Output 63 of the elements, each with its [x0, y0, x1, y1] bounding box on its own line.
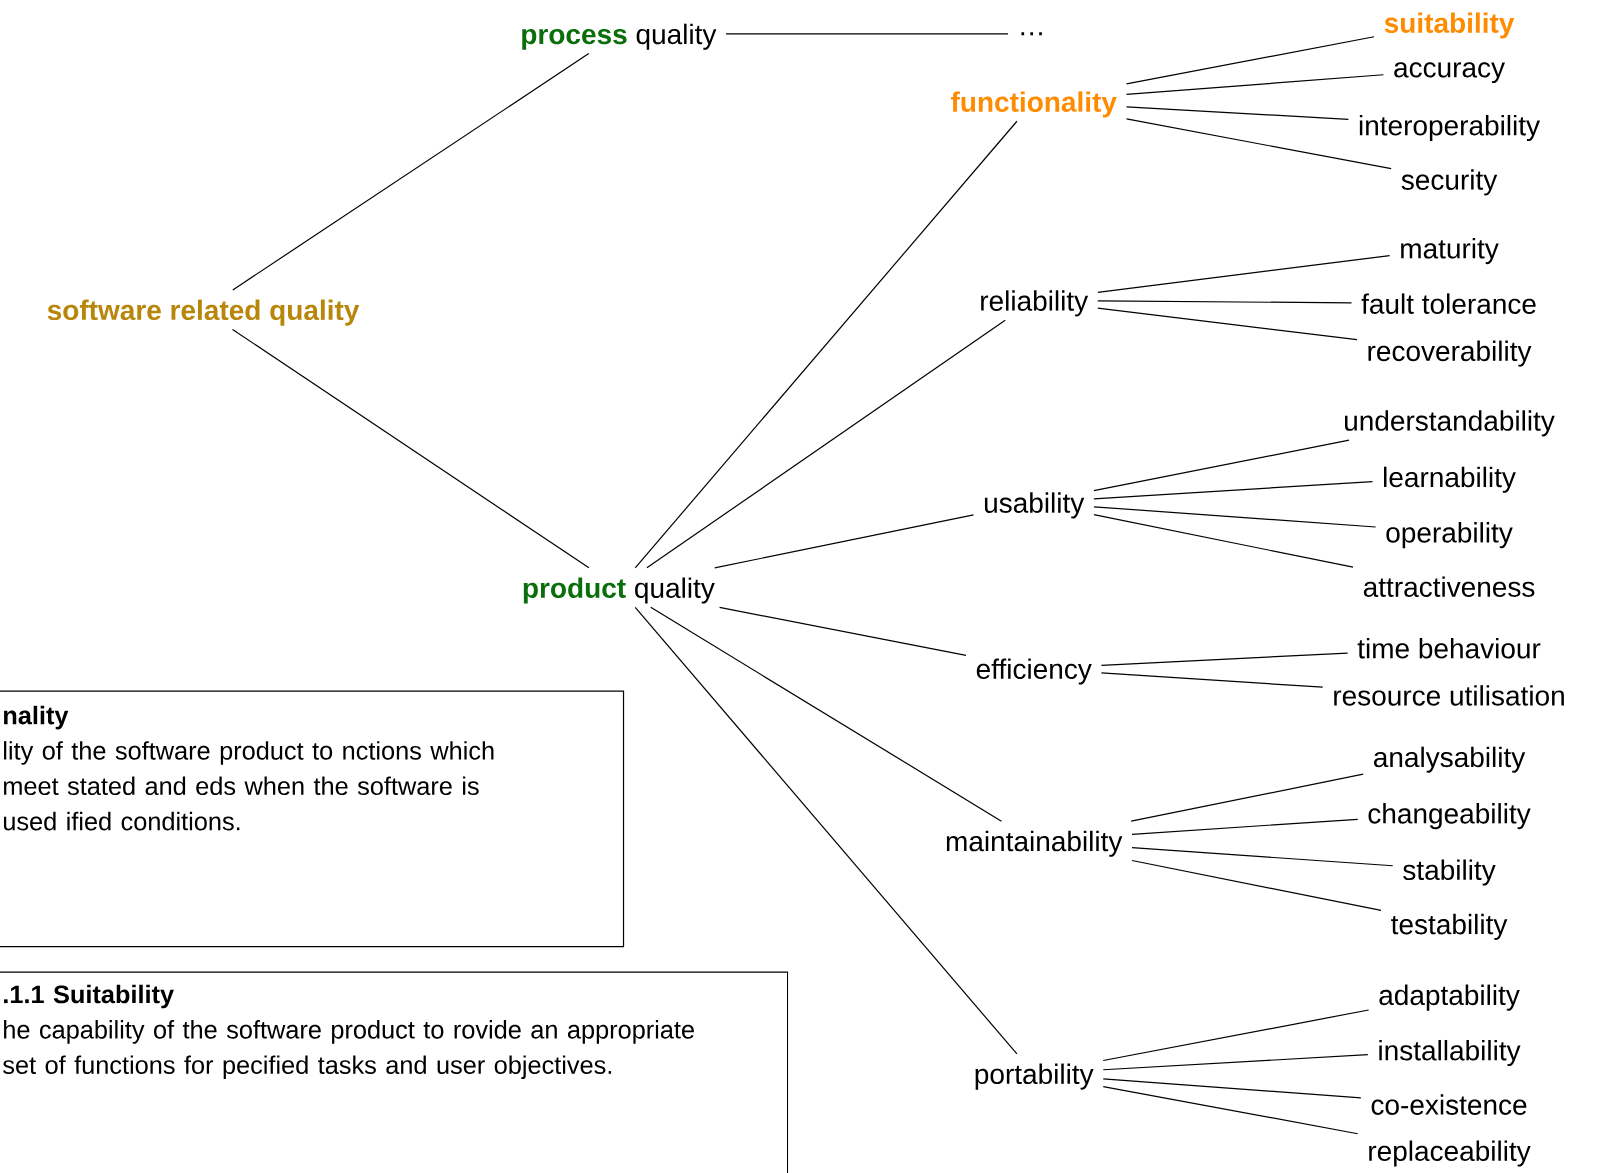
- connector-line: [1102, 1085, 1359, 1135]
- attribute-label: adaptability: [1379, 984, 1520, 1011]
- connector-line: [1131, 859, 1382, 911]
- attribute-label: testability: [1391, 913, 1508, 940]
- definition-box: nality lity of the software product to nctions which meet stated and eds when the software is used ified conditions.: [0, 690, 625, 948]
- attribute-label: fault tolerance: [1361, 293, 1536, 314]
- connector-line: [1102, 1078, 1362, 1099]
- connector-line: [1125, 118, 1392, 170]
- category-label: reliability: [981, 290, 1089, 317]
- connector-line: [1125, 36, 1375, 85]
- connector-line: [1131, 847, 1394, 867]
- attribute-label: installability: [1379, 1039, 1521, 1067]
- attribute-label: co-existence: [1371, 1094, 1527, 1115]
- attribute-label: recoverability: [1368, 340, 1532, 367]
- connector-line: [714, 514, 975, 569]
- attribute-label: interoperability: [1359, 114, 1540, 142]
- connector-line: [231, 328, 590, 569]
- connector-line: [718, 606, 967, 657]
- ellipsis: …: [1021, 32, 1042, 36]
- connector-line: [650, 606, 1003, 822]
- attribute-label: suitability: [1384, 12, 1515, 39]
- quality-label: process quality: [522, 23, 717, 50]
- category-label: usability: [984, 492, 1085, 519]
- connector-line: [1125, 74, 1384, 96]
- connector-line: [1130, 773, 1364, 822]
- attribute-label: understandability: [1345, 410, 1555, 437]
- attribute-label: stability: [1403, 859, 1496, 886]
- definition-box: .1.1 Suitability he capability of the software product to rovide an appropriate set of functions for pecified tasks and user objectives.: [0, 971, 789, 1173]
- connector-line: [725, 33, 1009, 35]
- attribute-label: changeability: [1368, 803, 1531, 830]
- category-label: maintainability: [946, 830, 1123, 857]
- category-label: efficiency: [976, 658, 1092, 685]
- attribute-label: attractiveness: [1363, 576, 1535, 597]
- attribute-label: security: [1401, 169, 1498, 196]
- attribute-label: analysability: [1373, 746, 1526, 773]
- quality-label: product quality: [523, 577, 715, 604]
- category-label: functionality: [951, 91, 1117, 118]
- connector-line: [1100, 652, 1349, 666]
- connector-line: [1102, 1009, 1370, 1062]
- connector-line: [1093, 514, 1354, 568]
- attribute-label: replaceability: [1369, 1140, 1531, 1167]
- connector-line: [232, 53, 590, 291]
- attribute-label: maturity: [1401, 238, 1499, 265]
- attribute-label: resource utilisation: [1334, 685, 1564, 706]
- category-label: portability: [975, 1063, 1094, 1090]
- connector-line: [1093, 439, 1350, 492]
- attribute-label: time behaviour: [1357, 638, 1541, 659]
- connector-line: [646, 319, 1006, 569]
- root-label: software related quality: [47, 299, 360, 326]
- connector-line: [1093, 506, 1377, 528]
- attribute-label: operability: [1386, 522, 1513, 549]
- connector-line: [1093, 480, 1374, 500]
- connector-line: [1125, 106, 1349, 120]
- connector-line: [1131, 818, 1359, 835]
- attribute-label: learnability: [1384, 466, 1516, 493]
- connector-line: [1097, 307, 1358, 341]
- connector-line: [1097, 255, 1391, 293]
- connector-line: [1102, 1054, 1369, 1071]
- connector-line: [634, 120, 1018, 569]
- connector-line: [1100, 672, 1324, 688]
- connector-line: [1097, 300, 1353, 304]
- connector-line: [634, 606, 1018, 1055]
- attribute-label: accuracy: [1394, 62, 1505, 84]
